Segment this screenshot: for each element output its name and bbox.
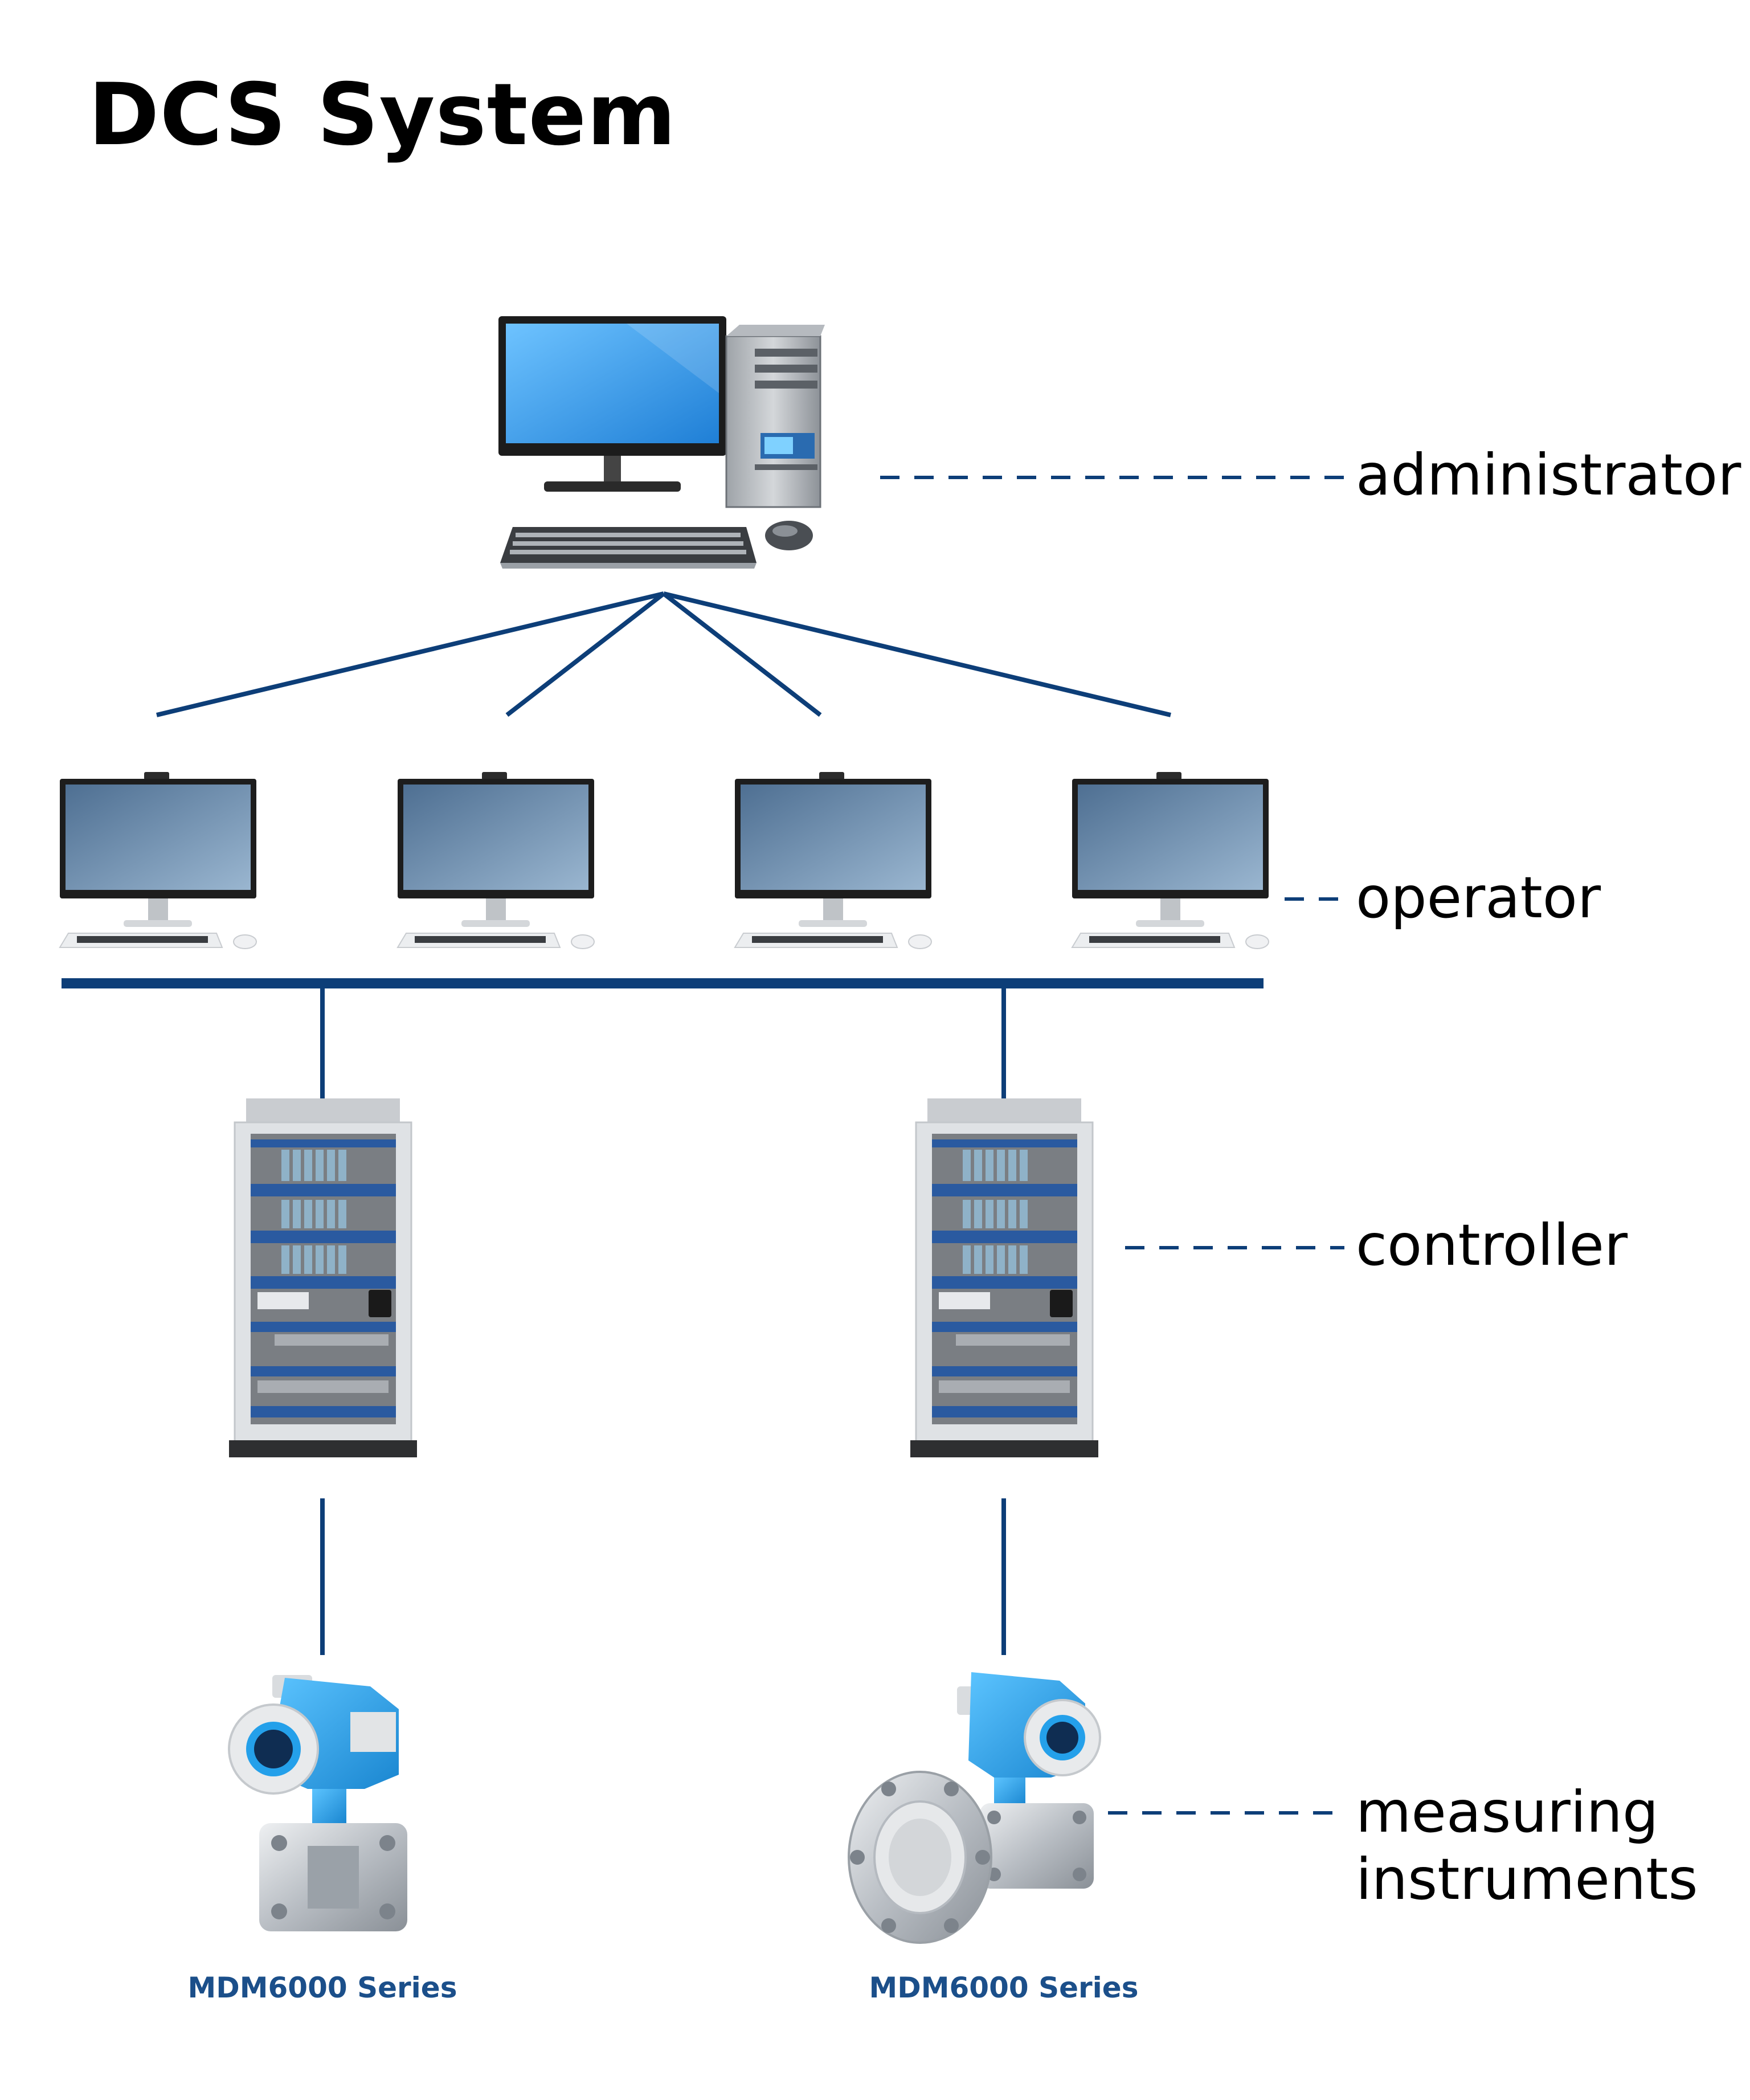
label-operator: operator bbox=[1356, 864, 1601, 931]
page-title: DCS System bbox=[88, 66, 677, 165]
administrator-computer-icon bbox=[498, 316, 825, 569]
label-administrator: administrator bbox=[1356, 442, 1741, 508]
label-instruments: instruments bbox=[1356, 1846, 1698, 1913]
label-measuring: measuring bbox=[1356, 1779, 1659, 1845]
operator-workstation-2-icon bbox=[396, 772, 595, 949]
network-lines bbox=[62, 591, 1264, 1655]
caption-transmitter-2: MDM6000 Series bbox=[869, 1971, 1139, 2004]
operator-workstation-4-icon bbox=[1071, 772, 1269, 949]
caption-transmitter-1: MDM6000 Series bbox=[187, 1971, 457, 2004]
operator-workstation-1-icon bbox=[59, 772, 257, 949]
pressure-transmitter-1-icon bbox=[228, 1675, 407, 1931]
controller-cabinet-1-icon bbox=[229, 1098, 417, 1457]
label-controller: controller bbox=[1356, 1212, 1628, 1278]
pressure-transmitter-2-icon bbox=[848, 1672, 1101, 1944]
level-dashes bbox=[880, 476, 1344, 1815]
controller-cabinet-2-icon bbox=[910, 1098, 1098, 1457]
operator-workstation-3-icon bbox=[734, 772, 932, 949]
